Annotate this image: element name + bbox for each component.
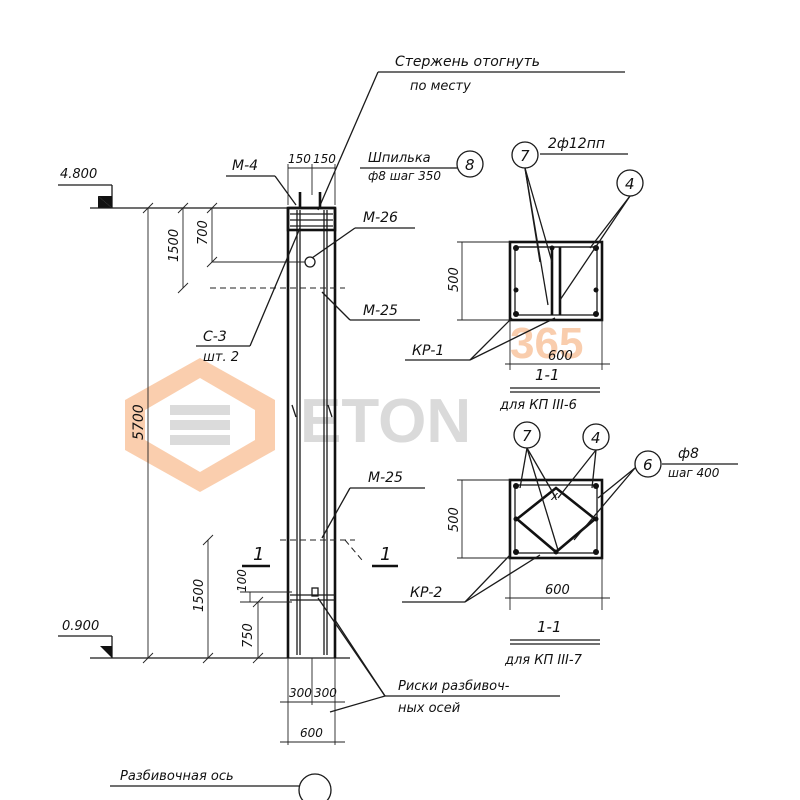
level-bottom-value: 0.900 (62, 619, 99, 634)
callout-8-circle (456, 150, 484, 178)
callout-8: 8 (465, 156, 475, 174)
dim-1500-top: 1500 (167, 229, 182, 262)
dim-150-a: 150 (288, 152, 311, 166)
dim-600-s2: 600 (545, 583, 570, 598)
section1-subtitle: для КП III-6 (499, 398, 577, 413)
dim-150-b: 150 (313, 152, 336, 166)
label-m4: М-4 (232, 158, 258, 174)
callout-6-circle (634, 450, 662, 478)
dim-750: 750 (241, 623, 256, 648)
label-m25-lower: М-25 (368, 470, 403, 486)
bottom-dimensions: 300 300 600 Риски разбивоч- ных осей Раз… (110, 597, 560, 800)
label-pin: Шпилька (368, 151, 431, 166)
dim-700: 700 (196, 220, 211, 245)
dim-5700: 5700 (131, 404, 147, 440)
top-dimensions: 150 150 (287, 152, 336, 205)
label-kr1: КР-1 (412, 343, 444, 359)
axis-circle (298, 773, 332, 800)
label-pin-step: ф8 шаг 350 (368, 169, 441, 183)
section-kp6: 2ф12пп 7 4 500 600 КР-1 (405, 136, 644, 413)
dim-100: 100 (235, 569, 249, 592)
callout-7-bottom: 7 (522, 427, 532, 445)
callout-7-top: 7 (520, 147, 530, 165)
label-c3-qty: шт. 2 (203, 350, 239, 365)
dim-300-b: 300 (314, 686, 337, 700)
watermark-number: 365 (510, 319, 583, 368)
label-risks-1: Риски разбивоч- (398, 679, 510, 694)
note-bars-text-2: по месту (410, 79, 471, 94)
label-c3: С-3 (203, 329, 227, 345)
section-marks: 1 1 (242, 539, 398, 568)
label-axis: Разбивочная ось (120, 769, 234, 784)
callout-4-top: 4 (625, 175, 635, 193)
section1-title: 1-1 (535, 366, 560, 384)
section2-title: 1-1 (537, 618, 562, 636)
label-step400: шаг 400 (668, 466, 720, 480)
section-kp7: 7 4 6 ф8 шаг 400 x 500 600 (402, 421, 738, 668)
dim-1500-bottom: 1500 (192, 579, 207, 612)
label-risks-2: ных осей (398, 701, 460, 716)
column-labels: М-4 М-26 М-25 С-3 шт. 2 М-25 Шпилька ф8 … (196, 150, 484, 539)
dim-600-s1: 600 (548, 349, 573, 364)
level-top-value: 4.800 (60, 167, 97, 182)
section-mark-left: 1 (253, 544, 264, 565)
watermark-text: ETON (300, 387, 471, 456)
dim-500-s2: 500 (447, 507, 462, 532)
left-dimensions: 5700 1500 700 1500 100 750 (131, 202, 305, 664)
callout-6: 6 (643, 456, 653, 474)
label-bars-top: 2ф12пп (548, 136, 605, 152)
top-note: Стержень отогнуть по месту (317, 54, 625, 211)
dim-500-s1: 500 (447, 267, 462, 292)
label-m25-upper: М-25 (363, 303, 398, 319)
label-kr2: КР-2 (410, 585, 442, 601)
note-bars-text-1: Стержень отогнуть (395, 54, 540, 70)
dim-600-column: 600 (300, 726, 323, 740)
section2-subtitle: для КП III-7 (504, 653, 583, 668)
watermark: ETON 365 (125, 319, 583, 492)
label-m26: М-26 (363, 210, 398, 226)
label-phi8: ф8 (678, 446, 699, 462)
section-mark-right: 1 (380, 544, 391, 565)
callout-4-bottom: 4 (591, 429, 601, 447)
column-elevation (210, 192, 355, 658)
level-mark-bottom: 0.900 (58, 619, 350, 659)
level-mark-top: 4.800 (58, 167, 300, 209)
dim-300-a: 300 (289, 686, 312, 700)
